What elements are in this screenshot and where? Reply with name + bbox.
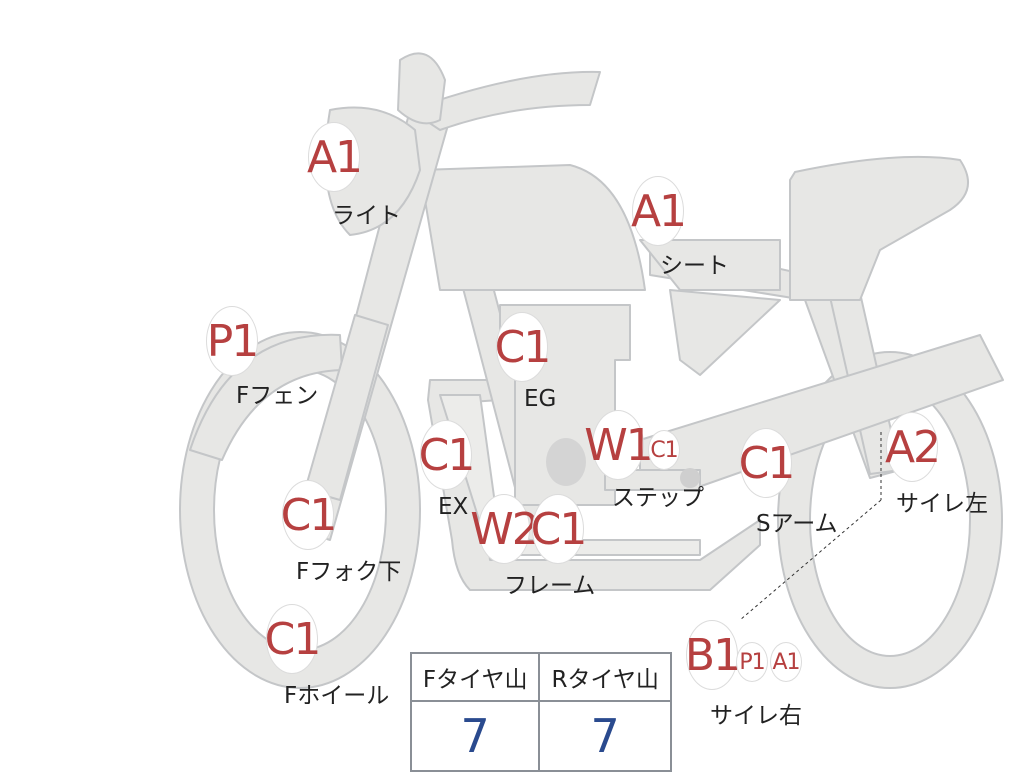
mirror (397, 52, 446, 125)
rear-tire-value: 7 (538, 700, 672, 772)
fork-lower-code-badge: C1 (281, 480, 337, 550)
ffender-label: Fフェン (236, 383, 319, 409)
muffler-right-code-badge-2: P1 (736, 642, 768, 682)
swingarm-code-badge: C1 (739, 428, 795, 498)
muffler-left-label: サイレ左 (896, 491, 988, 517)
engine-cover (546, 438, 586, 486)
fwheel-code-badge: C1 (265, 604, 321, 674)
swingarm-label: Sアーム (756, 511, 838, 537)
fuel-tank (419, 164, 646, 291)
exhaust-code-badge: C1 (419, 420, 475, 490)
tire-tread-table: Fタイヤ山 Rタイヤ山 7 7 (409, 652, 672, 772)
frame-code-badge-1: W2 (470, 494, 540, 564)
muffler-right-code-badge-1: B1 (685, 620, 741, 690)
frame-code-badge-2: C1 (531, 494, 587, 564)
light-code-badge: A1 (307, 122, 363, 192)
seat-label: シート (660, 253, 729, 279)
step-label: ステップ (612, 485, 704, 511)
muffler-right-code-badge-3: A1 (770, 642, 802, 682)
front-tire-header: Fタイヤ山 (409, 652, 541, 702)
leader-line-right (739, 499, 882, 621)
fork-lower-label: Fフォク下 (296, 559, 402, 585)
engine-code-badge: C1 (495, 312, 551, 382)
side-cover (639, 239, 781, 291)
step-code-badge-2: C1 (648, 430, 680, 470)
tail-cover (669, 289, 781, 376)
engine-label: EG (524, 386, 557, 412)
muffler-right-label: サイレ右 (710, 703, 802, 729)
rear-tire-header: Rタイヤ山 (538, 652, 672, 702)
light-label: ライト (332, 203, 401, 229)
handlebar (409, 70, 601, 131)
seat-code-badge: A1 (631, 176, 687, 246)
seat (789, 155, 969, 301)
front-tire-value: 7 (409, 700, 541, 772)
step-code-badge-1: W1 (584, 410, 654, 480)
exhaust-label: EX (438, 494, 469, 520)
ffender-code-badge: P1 (206, 306, 259, 376)
front-fender (189, 333, 343, 461)
muffler-left-code-badge: A2 (885, 412, 941, 482)
fork-outer (304, 314, 389, 501)
frame-label: フレーム (504, 573, 596, 599)
step-bolt (680, 468, 700, 488)
fwheel-label: Fホイール (284, 683, 390, 709)
